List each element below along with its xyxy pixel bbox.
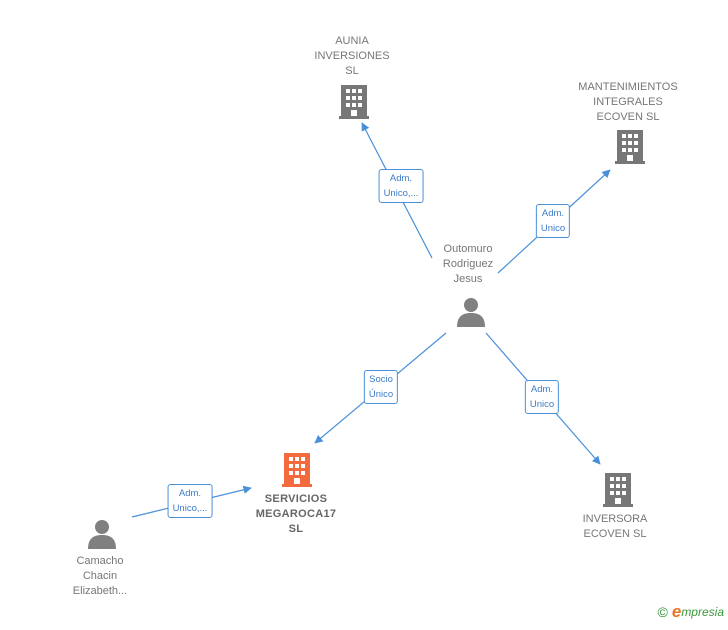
building-icon[interactable]: [282, 453, 312, 487]
brand-initial: e: [671, 602, 682, 621]
edge-label-camacho-servicios[interactable]: Adm. Unico,...: [167, 484, 213, 518]
edge-label-outomuro-servicios[interactable]: Socio Único: [363, 370, 399, 404]
edge-label-outomuro-mantenimientos[interactable]: Adm. Unico: [535, 204, 571, 238]
building-icon[interactable]: [603, 473, 633, 507]
edge-label-outomuro-inversora[interactable]: Adm. Unico: [524, 380, 560, 414]
building-icon[interactable]: [339, 85, 369, 119]
node-label-mantenimientos[interactable]: MANTENIMIENTOS INTEGRALES ECOVEN SL: [578, 81, 678, 123]
edge-label-outomuro-aunia[interactable]: Adm. Unico,...: [378, 169, 424, 203]
copyright-icon: ©: [657, 604, 668, 620]
building-icon[interactable]: [615, 130, 645, 164]
node-label-aunia[interactable]: AUNIA INVERSIONES SL: [314, 35, 390, 77]
brand-name: mpresia: [681, 605, 724, 619]
person-icon[interactable]: [88, 520, 116, 549]
node-label-outomuro[interactable]: Outomuro Rodriguez Jesus: [442, 243, 494, 285]
node-label-camacho[interactable]: Camacho Chacin Elizabeth...: [72, 555, 128, 597]
person-icon[interactable]: [457, 298, 485, 327]
node-label-servicios[interactable]: SERVICIOS MEGAROCA17 SL: [255, 493, 337, 535]
node-label-inversora[interactable]: INVERSORA ECOVEN SL: [582, 513, 648, 540]
empresia-logo: © e mpresia: [658, 602, 724, 622]
